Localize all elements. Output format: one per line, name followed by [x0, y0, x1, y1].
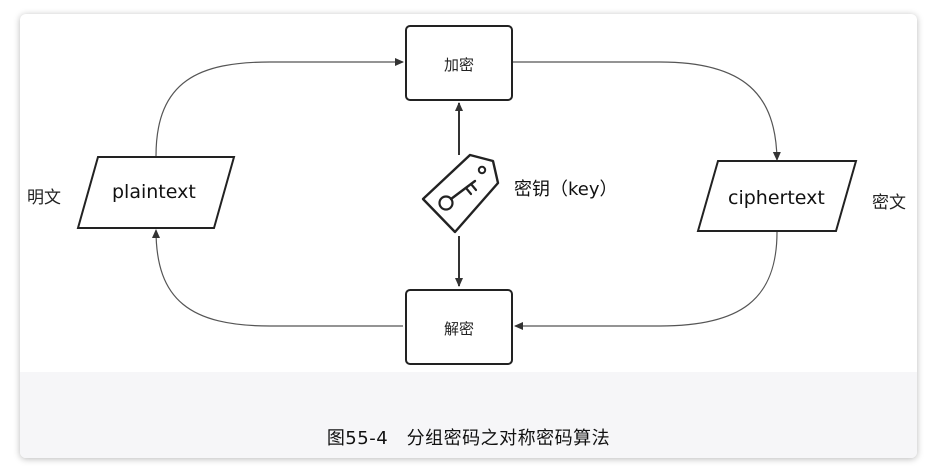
encrypt-label: 加密: [443, 56, 474, 74]
figure-caption: 图55-4 分组密码之对称密码算法: [326, 428, 611, 449]
plaintext-label: plaintext: [112, 181, 196, 203]
decrypt-label: 解密: [443, 320, 474, 338]
arrow-ciphertext-to-decrypt: [514, 231, 778, 330]
plaintext-shape: [76, 156, 236, 229]
key-tag-icon: [421, 153, 500, 234]
arrow-encrypt-to-ciphertext: [513, 61, 781, 161]
caption-band: [20, 372, 917, 458]
ciphertext-label: ciphertext: [728, 187, 825, 209]
arrow-decrypt-to-plaintext: [152, 229, 403, 327]
plaintext-side-label: 明文: [27, 188, 61, 208]
arrow-plaintext-to-encrypt: [155, 58, 404, 157]
ciphertext-side-label: 密文: [872, 193, 906, 213]
decrypt-box: [405, 289, 513, 365]
encrypt-box: [405, 25, 513, 101]
ciphertext-shape: [696, 160, 858, 232]
key-label: 密钥（key）: [514, 179, 618, 200]
